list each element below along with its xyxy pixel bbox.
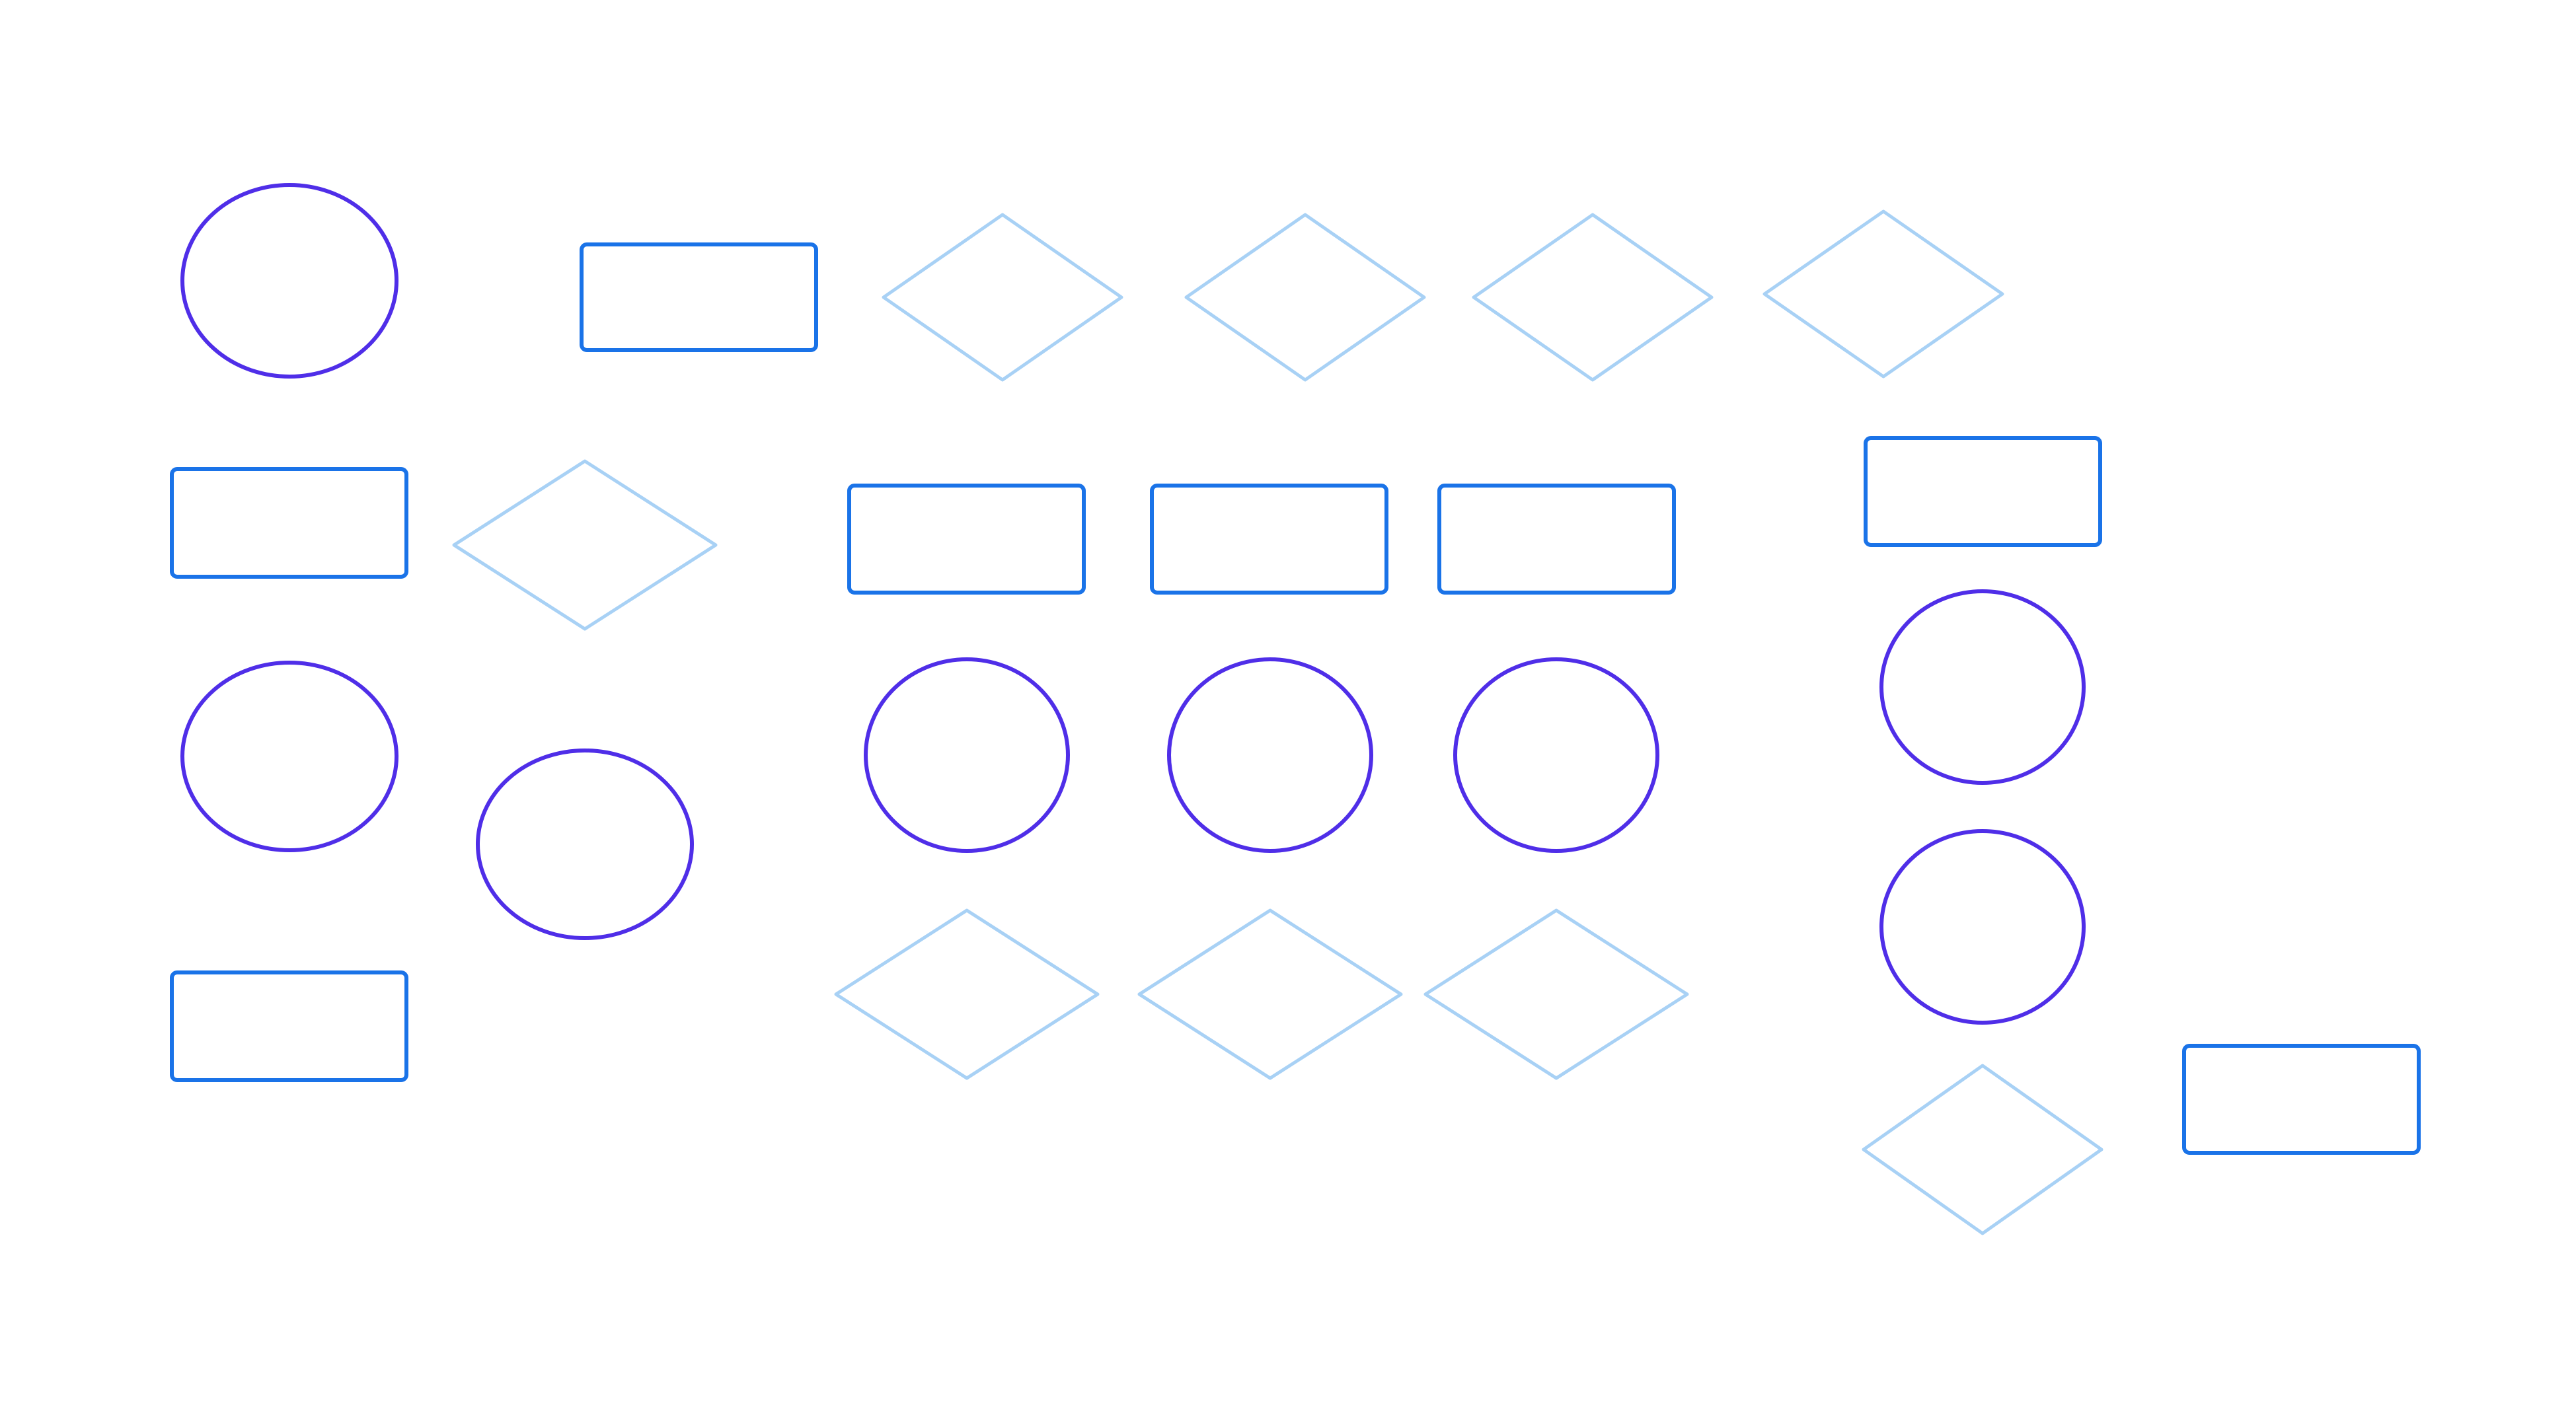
rect-4-node[interactable]	[1150, 484, 1388, 595]
diamond-6-node[interactable]	[834, 908, 1100, 1080]
rect-6-node[interactable]	[1864, 436, 2102, 547]
diamond-5-node[interactable]	[452, 459, 718, 631]
ellipse-2-node[interactable]	[180, 661, 398, 852]
ellipse-3-node[interactable]	[476, 749, 694, 940]
ellipse-5-node[interactable]	[1167, 657, 1373, 853]
diamond-2-node[interactable]	[1184, 213, 1426, 382]
rect-8-node[interactable]	[2182, 1044, 2421, 1155]
ellipse-6-node[interactable]	[1453, 657, 1659, 853]
diamond-8-node[interactable]	[1423, 908, 1689, 1080]
diamond-1-node[interactable]	[882, 213, 1123, 382]
ellipse-8-node[interactable]	[1879, 829, 2086, 1025]
rect-1-node[interactable]	[580, 242, 818, 352]
rect-2-node[interactable]	[170, 467, 408, 579]
ellipse-1-node[interactable]	[180, 183, 398, 379]
ellipse-7-node[interactable]	[1879, 589, 2086, 785]
rect-5-node[interactable]	[1437, 484, 1676, 595]
diamond-9-node[interactable]	[1862, 1064, 2103, 1235]
diamond-3-node[interactable]	[1472, 213, 1714, 382]
rect-7-node[interactable]	[170, 970, 408, 1082]
ellipse-4-node[interactable]	[864, 657, 1070, 853]
diamond-4-node[interactable]	[1762, 209, 2004, 379]
rect-3-node[interactable]	[847, 484, 1086, 595]
diamond-7-node[interactable]	[1137, 908, 1403, 1080]
